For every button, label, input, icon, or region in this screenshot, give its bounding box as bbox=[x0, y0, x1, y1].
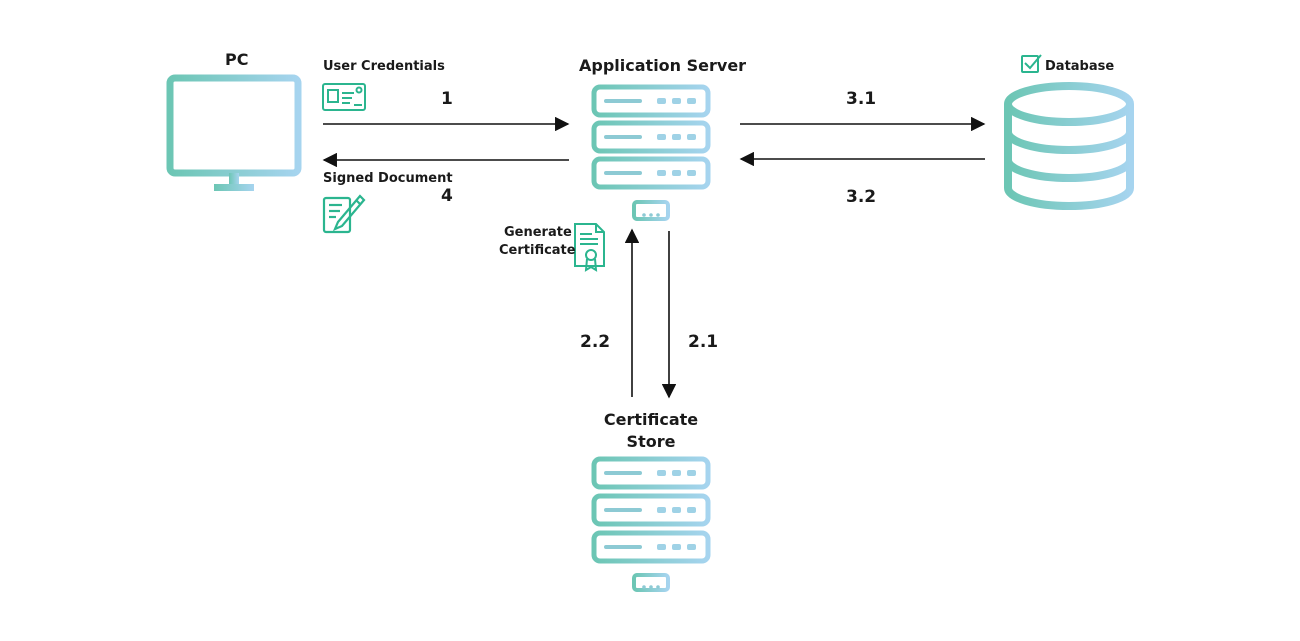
generate-certificate-label-line1: Generate bbox=[504, 225, 572, 240]
generate-certificate-label-line2: Certificate bbox=[499, 243, 576, 258]
certificate-store-server-icon bbox=[591, 456, 711, 592]
database-label: Database bbox=[1045, 59, 1115, 74]
certificate-store-label-line1: Certificate bbox=[603, 410, 699, 429]
certificate-store-label-line2: Store bbox=[626, 432, 676, 451]
step-2-1-label: 2.1 bbox=[688, 332, 719, 352]
certificate-document-icon bbox=[574, 223, 605, 272]
pc-label: PC bbox=[225, 50, 249, 69]
pc-monitor-icon bbox=[166, 74, 302, 191]
checkbox-icon bbox=[1021, 54, 1042, 73]
application-server-label: Application Server bbox=[579, 56, 747, 75]
signed-document-label: Signed Document bbox=[323, 171, 453, 186]
step-2-2-label: 2.2 bbox=[580, 332, 611, 352]
step-3-2-label: 3.2 bbox=[846, 187, 877, 207]
signed-document-icon bbox=[322, 194, 366, 234]
step-3-1-label: 3.1 bbox=[846, 89, 877, 109]
id-card-icon bbox=[322, 83, 366, 111]
database-icon bbox=[1004, 82, 1134, 210]
step-1-label: 1 bbox=[441, 89, 453, 109]
step-4-label: 4 bbox=[441, 186, 453, 206]
application-server-icon bbox=[591, 84, 711, 221]
user-credentials-label: User Credentials bbox=[323, 59, 445, 74]
